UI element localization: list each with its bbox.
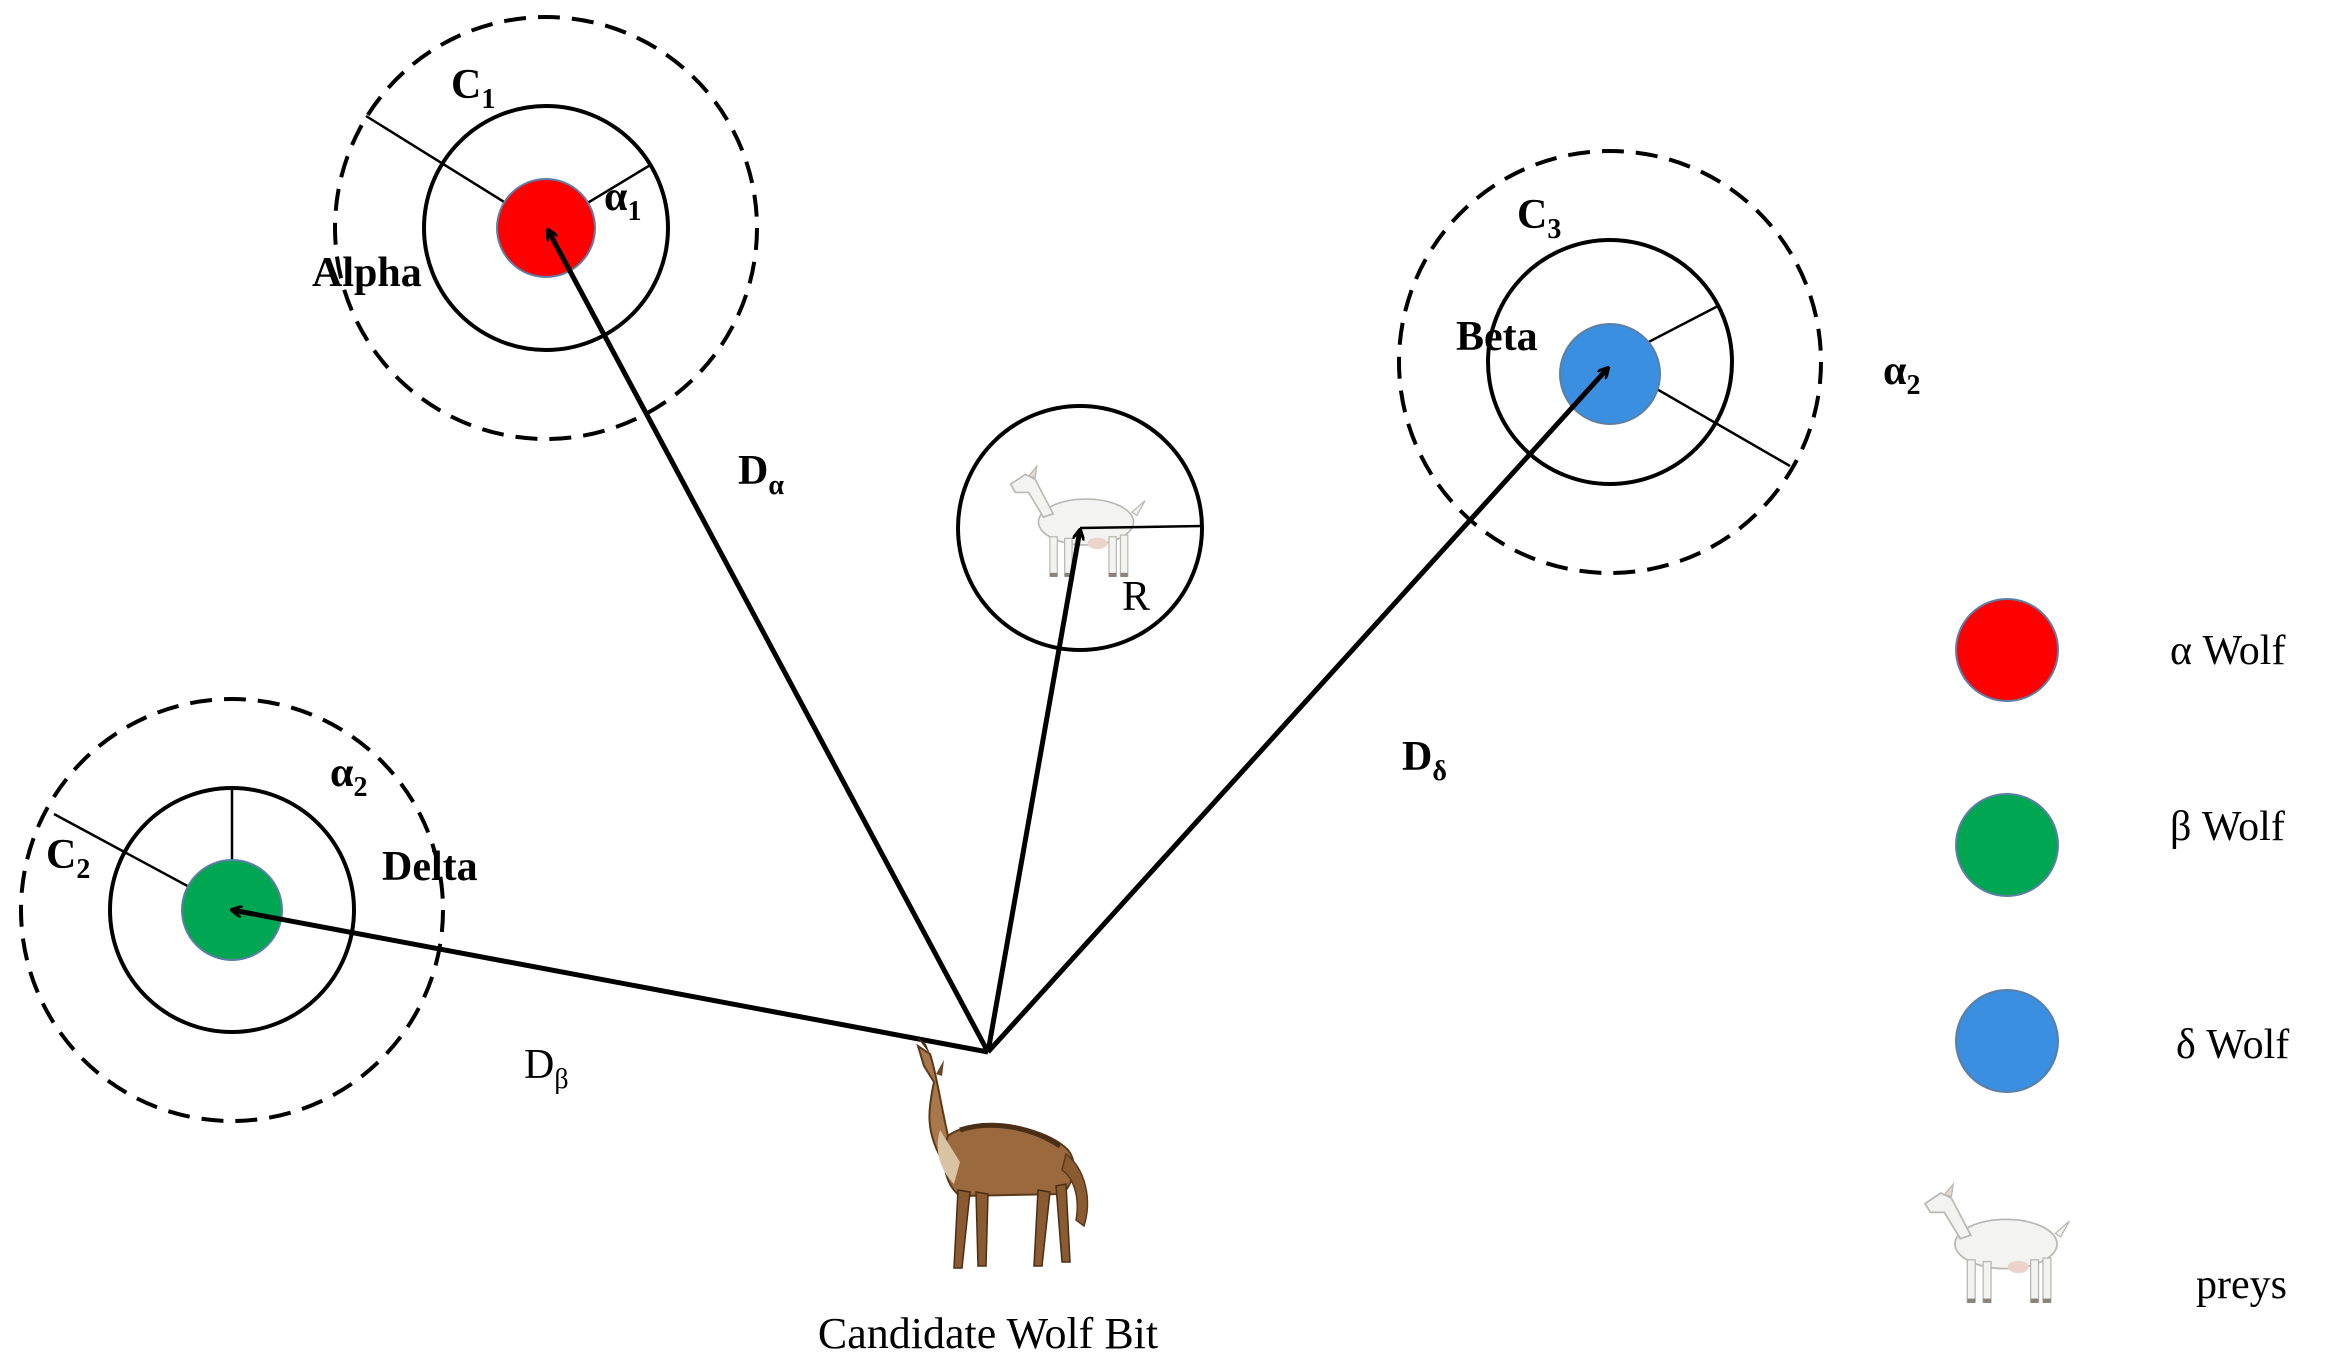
legend: α Wolf β Wolf δ Wolf preys: [1924, 598, 2289, 1308]
arrow-d-delta: [986, 368, 1608, 1054]
wolf-icon: [916, 1036, 1089, 1269]
c2-label: C2: [46, 832, 90, 885]
alpha-inner-circle: [422, 104, 670, 352]
distance-arrows: [232, 230, 1608, 1055]
candidate-wolf-caption: Candidate Wolf Bit: [818, 1309, 1158, 1358]
c3-label: C3: [1517, 192, 1561, 245]
d-delta-label: Dδ: [1402, 734, 1447, 787]
arrow-d-beta: [232, 910, 989, 1055]
a2-beta-label: α2: [1883, 348, 1920, 401]
prey-group: R: [956, 404, 1204, 652]
arrow-d-alpha: [545, 230, 991, 1054]
alpha-wolf-node: [496, 178, 596, 278]
legend-delta-label: δ Wolf: [2176, 1022, 2289, 1068]
c1-label: C1: [451, 62, 495, 115]
legend-alpha-label: α Wolf: [2170, 628, 2285, 674]
delta-group: Delta C2 α2: [19, 697, 478, 1123]
a1-label: α1: [604, 174, 641, 227]
d-beta-label: Dβ: [524, 1042, 569, 1095]
goat-icon: [1009, 465, 1146, 578]
legend-beta-swatch: [1955, 793, 2059, 897]
radius-label: R: [1122, 574, 1150, 620]
prey-circle: [956, 404, 1204, 652]
legend-goat-icon: [1924, 1183, 2071, 1304]
a2-delta-label: α2: [330, 750, 367, 803]
legend-beta-label: β Wolf: [2170, 804, 2285, 850]
legend-alpha-swatch: [1955, 598, 2059, 702]
beta-outer-dashed-circle: [1397, 149, 1823, 575]
alpha-group: Alpha C1 α1: [312, 15, 759, 441]
beta-label: Beta: [1456, 314, 1538, 360]
delta-wolf-node: [1559, 323, 1661, 425]
legend-preys-label: preys: [2196, 1262, 2287, 1308]
d-alpha-label: Dα: [738, 448, 784, 501]
alpha-label: Alpha: [312, 250, 422, 296]
beta-inner-circle: [1486, 238, 1734, 486]
arrow-prey: [985, 530, 1080, 1053]
alpha-outer-dashed-circle: [333, 15, 759, 441]
beta-group: Beta C3 α2: [1397, 149, 1920, 575]
delta-label: Delta: [382, 844, 478, 890]
prey-radius: [1079, 524, 1203, 530]
legend-delta-swatch: [1955, 989, 2059, 1093]
delta-outer-dashed-circle: [19, 697, 445, 1123]
